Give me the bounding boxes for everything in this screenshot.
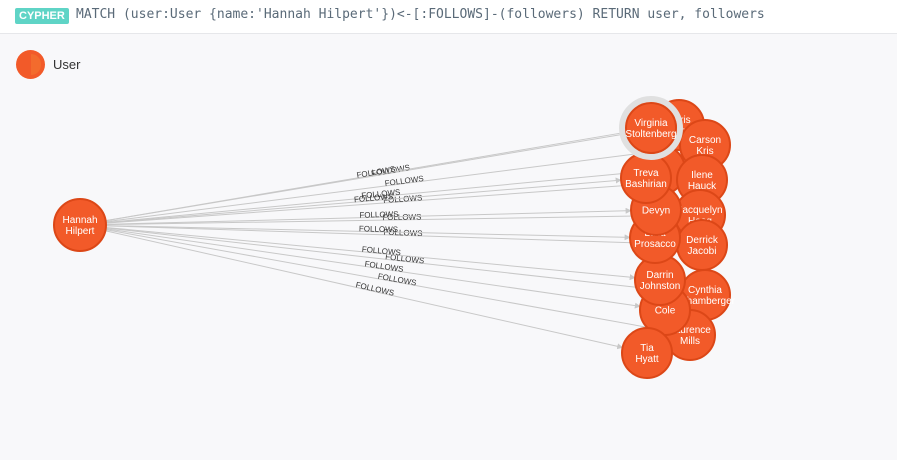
node-label: Jacquelyn <box>677 205 722 216</box>
node-label: Darrin <box>646 270 673 281</box>
relationship-label: FOLLOWS <box>361 188 401 201</box>
relationship-follows[interactable] <box>105 230 624 350</box>
node-circle[interactable] <box>621 327 673 379</box>
node-label: Laurence <box>669 325 711 336</box>
relationship-label: FOLLOWS <box>359 224 398 234</box>
node-label: Prosacco <box>634 239 676 250</box>
node-label: Cynthia <box>688 285 722 296</box>
node-label: Hannah <box>62 215 97 226</box>
relationship-label: FOLLOWS <box>359 210 398 220</box>
nodes-layer: ChrisMannCarsonKrisWaIleneHauckJacquelyn… <box>53 96 736 379</box>
relationship-label: FOLLOWS <box>384 174 424 188</box>
node-label: Ilene <box>691 170 713 181</box>
relationship-follows[interactable] <box>105 177 622 224</box>
node-label: Tia <box>640 343 654 354</box>
relationship-label: FOLLOWS <box>383 193 423 205</box>
relationship-follows[interactable] <box>105 207 632 225</box>
relationship-follows[interactable] <box>105 226 636 281</box>
node-label: Johnston <box>640 281 681 292</box>
relationship-follows[interactable] <box>105 225 678 248</box>
node-selection-ring <box>619 96 683 160</box>
relationship-follows[interactable] <box>105 130 627 222</box>
cypher-badge: CYPHER <box>15 8 69 24</box>
legend-color-dot[interactable] <box>16 50 45 79</box>
relationship-label: FOLLOWS <box>355 280 395 297</box>
relationship-follows[interactable] <box>105 229 666 333</box>
node-label: Cole <box>655 306 676 317</box>
relationship-follows[interactable] <box>105 145 681 223</box>
node-label: Bashirian <box>625 179 667 190</box>
graph-canvas[interactable]: FOLLOWSFOLLOWSFOLLOWSFOLLOWSFOLLOWSFOLLO… <box>0 34 897 460</box>
relationship-label: FOLLOWS <box>377 272 417 288</box>
relationship-follows[interactable] <box>105 179 678 224</box>
legend-label: User <box>53 57 81 72</box>
relationship-label: FOLLOWS <box>382 212 421 222</box>
node-circle[interactable] <box>53 198 107 252</box>
relationship-follows[interactable] <box>105 227 681 295</box>
node-label: Devyn <box>642 206 670 217</box>
node-label: Jacobi <box>688 246 717 257</box>
relationship-label: FOLLOWS <box>385 252 425 265</box>
node-label: Kris <box>696 146 713 157</box>
relationship-label: FOLLOWS <box>354 192 394 204</box>
node-label: Mills <box>680 336 700 347</box>
relationship-follows[interactable] <box>105 169 636 224</box>
relationship-label: FOLLOWS <box>361 245 401 258</box>
node-label: Hilpert <box>66 226 95 237</box>
node-label: Carson <box>689 135 721 146</box>
relationship-label: FOLLOWS <box>383 228 422 238</box>
node-label: Stoltenberg <box>625 129 676 140</box>
node-label: Treva <box>633 168 659 179</box>
query-text[interactable]: MATCH (user:User {name:'Hannah Hilpert'}… <box>76 7 765 22</box>
node-label: Virginia <box>634 118 668 129</box>
relationship-follows[interactable] <box>105 228 641 309</box>
node-label: Derrick <box>686 235 719 246</box>
relationship-follows[interactable] <box>105 212 676 226</box>
node-label: Hauck <box>688 181 717 192</box>
relationships-layer: FOLLOWSFOLLOWSFOLLOWSFOLLOWSFOLLOWSFOLLO… <box>105 127 681 350</box>
node-circle[interactable] <box>625 102 677 154</box>
query-bar: CYPHER MATCH (user:User {name:'Hannah Hi… <box>0 0 897 34</box>
node-label: Hyatt <box>635 354 659 365</box>
relationship-follows[interactable] <box>105 225 631 241</box>
node-label: Schamberger <box>675 296 736 307</box>
